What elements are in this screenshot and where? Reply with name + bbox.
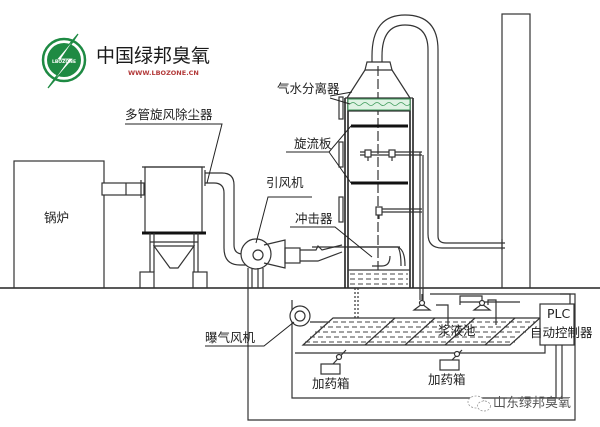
wechat-icon	[467, 395, 491, 412]
gas-water-separator	[347, 98, 411, 111]
callout-aeration-blower: 曝气风机	[205, 321, 295, 347]
boiler: 锅炉	[13, 160, 105, 289]
gas-water-separator-label: 气水分离器	[277, 81, 340, 96]
slurry-pool-label: 浆液池	[438, 323, 476, 338]
dosing-tank-1-label: 加药箱	[312, 376, 350, 391]
company-logo: LBOZONE 中国绿邦臭氧 WWW.LBOZONE.CN	[41, 33, 210, 89]
aeration-blower-label: 曝气风机	[205, 330, 256, 345]
multi-tube-cyclone-label: 多管旋风除尘器	[125, 107, 213, 122]
plc-controller[interactable]: PLC 自动控制器	[530, 303, 593, 346]
callout-multi-tube-cyclone: 多管旋风除尘器	[125, 107, 223, 184]
plc-subtitle: 自动控制器	[530, 325, 593, 340]
dosing-tank-2: 加药箱	[428, 349, 466, 387]
callout-impactor: 冲击器	[290, 211, 373, 258]
cyclone-outlet-duct	[205, 172, 258, 255]
flue-duct	[101, 180, 145, 198]
swirl-plate-label: 旋流板	[294, 136, 332, 151]
logo-badge-text: LBOZONE	[52, 59, 76, 65]
impactor-label: 冲击器	[295, 211, 333, 226]
scrubber-tower	[338, 14, 505, 300]
logo-company-name: 中国绿邦臭氧	[96, 45, 210, 67]
watermark: 山东绿邦臭氧	[467, 395, 571, 412]
dosing-tank-2-label: 加药箱	[428, 372, 466, 387]
watermark-text: 山东绿邦臭氧	[493, 396, 571, 411]
induced-draft-fan	[240, 238, 400, 288]
plc-title: PLC	[547, 306, 571, 321]
underground-piping	[247, 288, 576, 421]
dosing-tank-1: 加药箱	[312, 349, 350, 391]
callout-induced-draft-fan: 引风机	[255, 175, 312, 244]
induced-draft-fan-label: 引风机	[266, 175, 304, 190]
chimney	[501, 13, 531, 289]
callout-swirl-plate: 旋流板	[286, 125, 352, 184]
lightning-logo-icon: LBOZONE	[41, 33, 87, 89]
boiler-label: 锅炉	[44, 210, 69, 225]
callout-gas-water-separator: 气水分离器	[277, 81, 353, 105]
multi-tube-cyclone	[139, 166, 208, 289]
logo-url: WWW.LBOZONE.CN	[128, 69, 199, 77]
aeration-blower	[289, 305, 330, 327]
